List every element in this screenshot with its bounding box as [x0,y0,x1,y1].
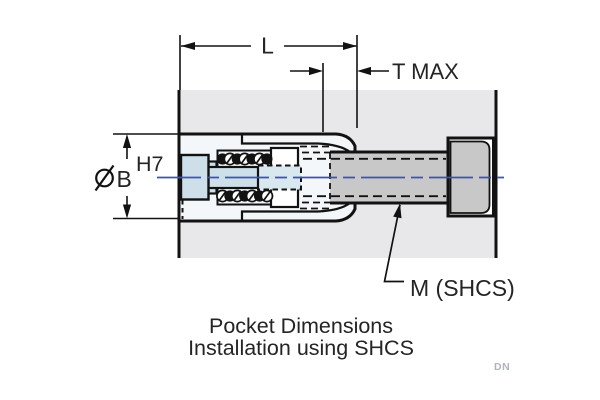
dimension-length: L [179,33,358,128]
dimension-tmax: T MAX [290,59,459,132]
label-length: L [261,33,274,59]
diameter-symbol-icon [94,164,115,192]
label-screw: M (SHCS) [410,275,515,301]
dimension-bore: B H7 [94,133,179,220]
watermark: DN [494,361,510,373]
label-bore: B [117,166,132,192]
screw-callout: M (SHCS) [383,203,515,301]
cartridge-top [269,146,300,169]
cartridge-bottom [269,186,300,209]
detent-cartridge [269,146,300,209]
spring-top [216,152,273,166]
label-bore-tolerance: H7 [136,152,163,176]
caption-line1: Pocket Dimensions [209,314,393,338]
caption-line2: Installation using SHCS [188,336,414,360]
label-tmax: T MAX [392,59,459,84]
spring-bottom [216,189,274,203]
